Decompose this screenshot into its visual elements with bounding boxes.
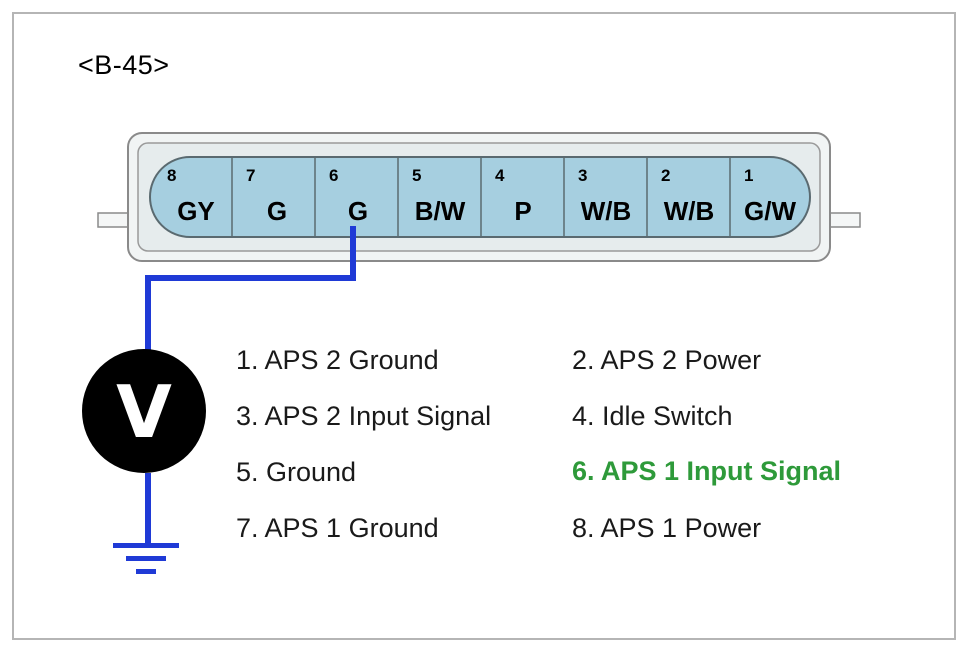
voltmeter-letter: V xyxy=(116,370,172,454)
pin-5-color: B/W xyxy=(415,196,466,226)
pin-6-color: G xyxy=(348,196,368,226)
legend-item-3: 3. APS 2 Input Signal xyxy=(236,401,492,431)
pin-6-number: 6 xyxy=(329,166,338,185)
legend-item-4: 4. Idle Switch xyxy=(572,401,733,431)
pin-4-color: P xyxy=(514,196,531,226)
pin-dividers xyxy=(231,157,731,237)
legend-item-5: 5. Ground xyxy=(236,457,357,487)
pin-3-number: 3 xyxy=(578,166,587,185)
pin-5-number: 5 xyxy=(412,166,421,185)
legend-item-7: 7. APS 1 Ground xyxy=(236,513,439,543)
pin-1-color: G/W xyxy=(744,196,796,226)
pin-8-color: GY xyxy=(177,196,215,226)
pin-8-number: 8 xyxy=(167,166,176,185)
pin-7-number: 7 xyxy=(246,166,255,185)
legend-item-1: 1. APS 2 Ground xyxy=(236,345,439,375)
ground-icon xyxy=(113,543,179,574)
pin-3-color: W/B xyxy=(581,196,632,226)
connector-id-label: <B-45> xyxy=(78,50,170,80)
pin-7-color: G xyxy=(267,196,287,226)
diagram-frame xyxy=(12,12,956,640)
pin-2-number: 2 xyxy=(661,166,670,185)
legend-item-8: 8. APS 1 Power xyxy=(572,513,762,543)
probe-wire xyxy=(145,226,356,358)
pin-4-number: 4 xyxy=(495,166,505,185)
legend-item-6-highlighted: 6. APS 1 Input Signal xyxy=(572,456,842,486)
pin-1-number: 1 xyxy=(744,166,753,185)
voltmeter-icon xyxy=(82,349,206,473)
legend-item-2: 2. APS 2 Power xyxy=(572,345,762,375)
pin-2-color: W/B xyxy=(664,196,715,226)
